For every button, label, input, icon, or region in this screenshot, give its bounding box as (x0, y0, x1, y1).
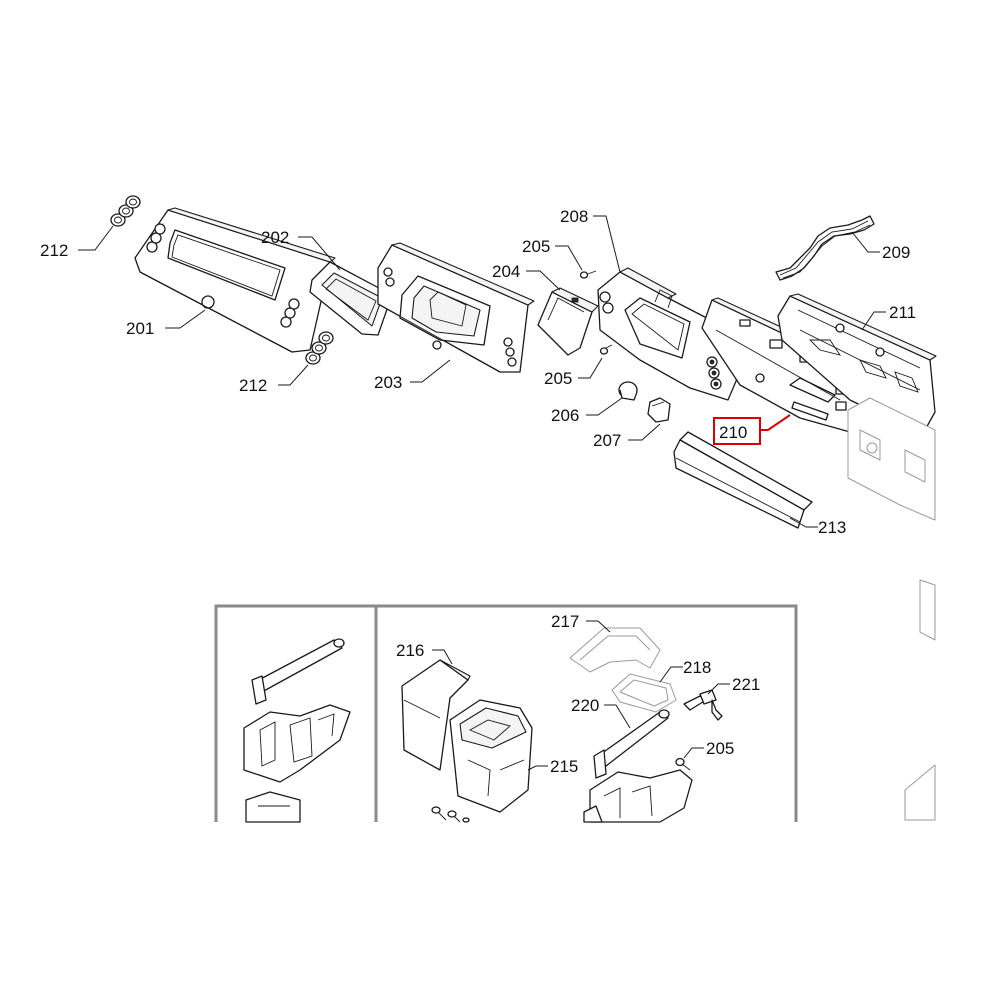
leader-205-lower (683, 747, 704, 759)
callout-205-mid: 205 (544, 369, 572, 388)
callout-217: 217 (551, 612, 579, 631)
part-202-display-window (309, 261, 393, 336)
leader-215 (527, 765, 548, 771)
left-panel-rod-bracket (243, 638, 351, 823)
lower-bracket-assembly (583, 769, 693, 823)
leader-208 (593, 215, 621, 273)
callout-213: 213 (818, 518, 846, 537)
leader-217 (586, 620, 611, 633)
callout-204: 204 (492, 262, 520, 281)
part-212-upper-knobs (110, 195, 141, 227)
background-machine-outline (847, 397, 936, 821)
part-216-cover (401, 659, 471, 771)
part-201-front-panel (134, 207, 336, 353)
part-215-box (449, 699, 533, 813)
leader-209 (851, 231, 880, 253)
part-211-rear-frame (777, 293, 937, 431)
leader-201 (165, 309, 206, 329)
part-207-connector (647, 397, 671, 423)
callout-211: 211 (889, 303, 916, 322)
leader-205-mid (578, 357, 603, 379)
leader-210 (760, 414, 791, 431)
callout-207: 207 (593, 431, 621, 450)
callout-205-lower: 205 (706, 739, 734, 758)
leader-205-top (555, 245, 583, 271)
part-213-strip (673, 431, 813, 529)
leader-206 (586, 397, 623, 416)
callout-206: 206 (551, 406, 579, 425)
callout-201: 201 (126, 319, 154, 338)
part-205-screw-top (579, 270, 597, 279)
leader-218 (659, 666, 683, 683)
leader-221 (707, 683, 730, 695)
part-208-housing (597, 267, 746, 401)
callout-205-top: 205 (522, 237, 550, 256)
callout-212-upper: 212 (40, 241, 68, 260)
leader-212-upper (78, 225, 114, 251)
callout-209: 209 (882, 243, 910, 262)
callout-210: 210 (719, 423, 747, 442)
callout-212-lower: 212 (239, 376, 267, 395)
leader-207 (628, 423, 661, 441)
callout-202: 202 (261, 228, 289, 247)
part-221-fitting (683, 689, 723, 721)
callout-203: 203 (374, 373, 402, 392)
part-204-bracket (537, 287, 599, 356)
part-203-panel-frame (377, 242, 535, 373)
part-217-clip (569, 627, 661, 673)
callout-218: 218 (683, 658, 711, 677)
leader-213 (789, 517, 818, 528)
callout-215: 215 (550, 757, 578, 776)
part-209-ribbon-cable (775, 215, 875, 281)
inset-frame (214, 604, 798, 822)
part-205-screw-mid (599, 344, 613, 355)
part-220-rod (593, 709, 670, 779)
leader-211 (861, 311, 886, 331)
part-212-lower-knobs (305, 331, 334, 365)
part-205-screw-lower (675, 757, 691, 771)
callout-216: 216 (396, 641, 424, 660)
part-218-wire-bracket (611, 673, 677, 713)
leader-220 (604, 704, 631, 729)
highlight-box-210 (713, 417, 761, 445)
leader-216 (432, 649, 453, 665)
callout-labels: 212 201 202 212 203 204 205 208 205 206 … (40, 207, 916, 776)
leader-204 (526, 270, 561, 291)
callout-220: 220 (571, 696, 599, 715)
leader-203 (410, 359, 451, 383)
part-206-cap (618, 381, 638, 401)
leader-212-lower (278, 364, 309, 386)
callout-221: 221 (732, 675, 760, 694)
middle-panel-screws (431, 806, 470, 823)
callout-208: 208 (560, 207, 588, 226)
leader-202 (298, 236, 341, 271)
